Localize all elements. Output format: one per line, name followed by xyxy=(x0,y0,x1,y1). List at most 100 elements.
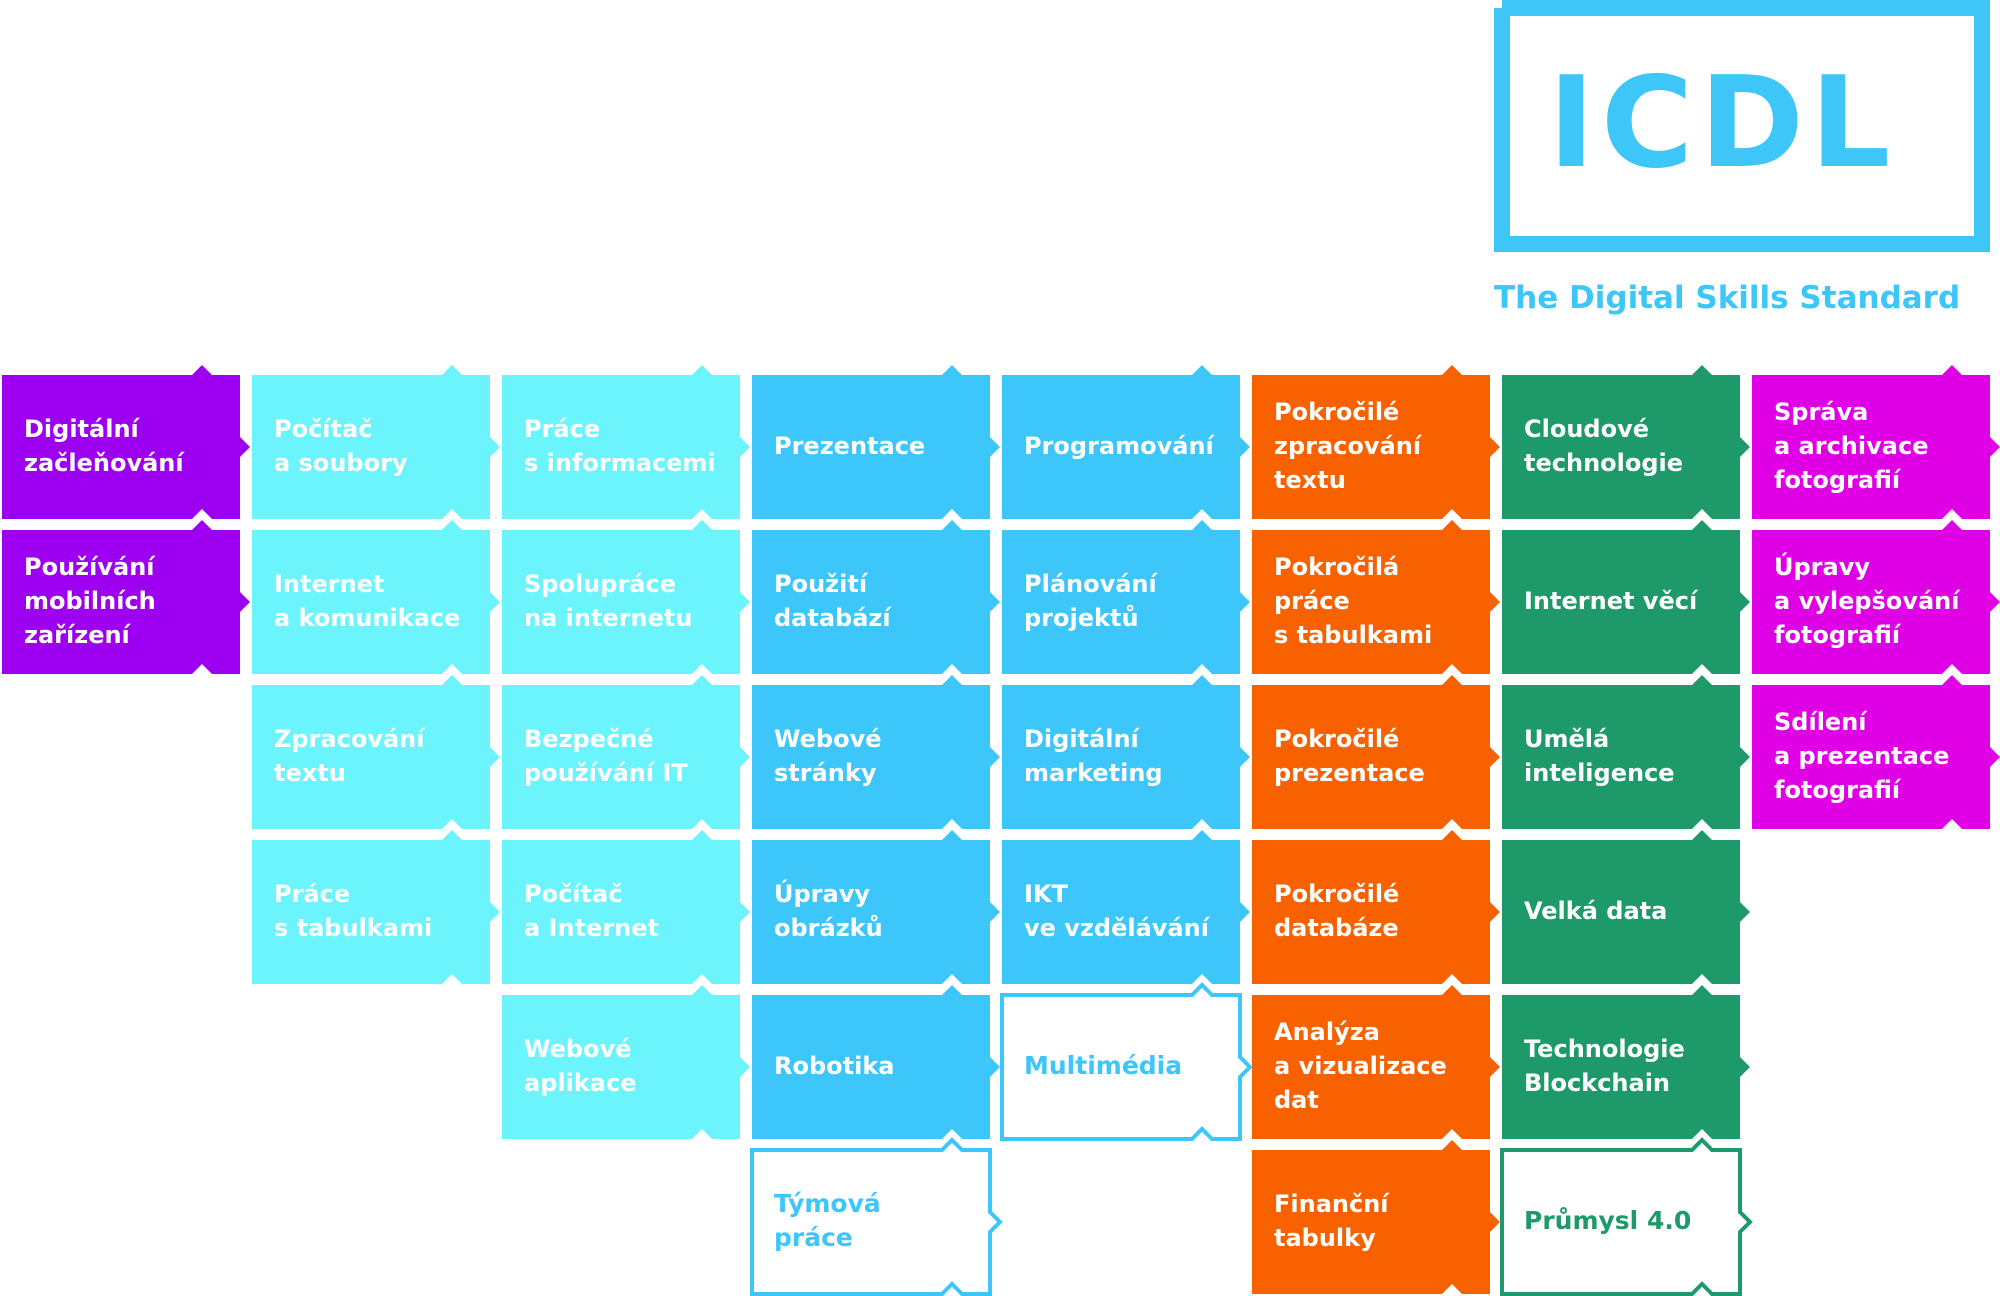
module-tile: Multimédia xyxy=(1000,982,1253,1141)
tile-shape xyxy=(752,830,1000,984)
module-tile: Týmová práce xyxy=(750,1137,1003,1296)
module-label: Týmová práce xyxy=(774,1189,881,1252)
module-tile: Pokročilé databáze xyxy=(1250,830,1500,984)
module-tile: Použití databází xyxy=(750,520,1000,674)
module-label: Technologie Blockchain xyxy=(1524,1035,1685,1097)
tile-shape xyxy=(1752,520,2000,674)
module-label: Pokročilé zpracování textu xyxy=(1274,398,1422,494)
module-tile: Pokročilé prezentace xyxy=(1250,675,1500,829)
module-tile: Webové stránky xyxy=(750,675,1000,829)
icdl-logo: ICDL xyxy=(1494,0,1992,254)
tile-shape xyxy=(1252,520,1500,674)
module-label: Úpravy obrázků xyxy=(774,880,883,942)
tile-shape xyxy=(502,520,750,674)
module-label: Robotika xyxy=(774,1052,895,1080)
tile-shape xyxy=(1502,520,1750,674)
module-tile: Počítač a soubory xyxy=(250,365,500,519)
tile-shape xyxy=(252,365,500,519)
tile-shape xyxy=(252,520,500,674)
module-label: Multimédia xyxy=(1024,1051,1183,1080)
module-label: IKT ve vzdělávání xyxy=(1024,880,1209,942)
module-label: Internet věcí xyxy=(1524,587,1698,615)
module-tile: Robotika xyxy=(750,985,1000,1139)
module-label: Velká data xyxy=(1524,897,1668,925)
tile-shape xyxy=(752,675,1000,829)
module-label: Spolupráce na internetu xyxy=(524,570,693,632)
tile-shape xyxy=(1002,365,1250,519)
module-label: Internet a komunikace xyxy=(274,570,461,632)
module-label: Digitální začleňování xyxy=(24,415,184,477)
module-tile: Spolupráce na internetu xyxy=(500,520,750,674)
module-tile: Práce s tabulkami xyxy=(250,830,500,984)
logo-tagline: The Digital Skills Standard xyxy=(1494,280,1961,316)
tile-shape xyxy=(1002,830,1250,984)
module-label: Úpravy a vylepšování fotografií xyxy=(1774,553,1960,649)
tile-shape xyxy=(752,520,1000,674)
tile-shape xyxy=(252,675,500,829)
module-label: Umělá inteligence xyxy=(1524,725,1675,787)
tile-shape xyxy=(752,365,1000,519)
module-label: Práce s informacemi xyxy=(524,415,716,477)
module-tile: IKT ve vzdělávání xyxy=(1000,830,1250,984)
module-tile: Pokročilé zpracování textu xyxy=(1250,365,1500,519)
tile-shape xyxy=(252,830,500,984)
logo-frame-icon xyxy=(1494,0,1990,252)
tile-shape xyxy=(1252,985,1500,1139)
module-label: Bezpečné používání IT xyxy=(524,725,688,787)
module-label: Analýza a vizualizace dat xyxy=(1274,1018,1447,1114)
module-tile: Prezentace xyxy=(750,365,1000,519)
module-tile: Pokročilá práce s tabulkami xyxy=(1250,520,1500,674)
module-tile: Finanční tabulky xyxy=(1250,1140,1500,1294)
tile-shape xyxy=(1252,830,1500,984)
module-label: Plánování projektů xyxy=(1024,570,1157,632)
module-tile: Programování xyxy=(1000,365,1250,519)
module-tile: Bezpečné používání IT xyxy=(500,675,750,829)
tile-shape xyxy=(502,985,750,1139)
module-tile: Sdílení a prezentace fotografií xyxy=(1750,675,2000,829)
module-tile: Internet věcí xyxy=(1500,520,1750,674)
tile-shape xyxy=(1502,985,1750,1139)
tile-shape xyxy=(1752,365,2000,519)
module-label: Finanční tabulky xyxy=(1274,1190,1389,1252)
tile-shape xyxy=(2,520,250,674)
module-tile: Technologie Blockchain xyxy=(1500,985,1750,1139)
module-label: Programování xyxy=(1024,432,1214,460)
module-label: Zpracování textu xyxy=(274,725,425,787)
tile-shape xyxy=(1000,982,1253,1141)
module-label: Práce s tabulkami xyxy=(274,880,433,942)
module-tile: Webové aplikace xyxy=(500,985,750,1139)
module-label: Počítač a Internet xyxy=(524,880,659,942)
module-tile: Digitální marketing xyxy=(1000,675,1250,829)
tile-shape xyxy=(2,365,250,519)
module-label: Správa a archivace fotografií xyxy=(1774,398,1929,494)
module-label: Použití databází xyxy=(774,570,891,632)
tile-shape xyxy=(1252,675,1500,829)
tile-shape xyxy=(502,365,750,519)
module-tile: Práce s informacemi xyxy=(500,365,750,519)
module-tile: Správa a archivace fotografií xyxy=(1750,365,2000,519)
module-label: Pokročilé databáze xyxy=(1274,880,1400,942)
tile-shape xyxy=(1002,675,1250,829)
module-tile: Používání mobilních zařízení xyxy=(0,520,250,674)
module-tile: Umělá inteligence xyxy=(1500,675,1750,829)
tile-shape xyxy=(1752,675,2000,829)
tile-shape xyxy=(752,985,1000,1139)
module-label: Cloudové technologie xyxy=(1524,415,1684,477)
module-tile: Digitální začleňování xyxy=(0,365,250,519)
module-label: Počítač a soubory xyxy=(274,415,408,477)
module-tile: Internet a komunikace xyxy=(250,520,500,674)
module-label: Průmysl 4.0 xyxy=(1524,1206,1692,1235)
module-tile: Plánování projektů xyxy=(1000,520,1250,674)
tile-shape xyxy=(1252,1140,1500,1294)
module-label: Prezentace xyxy=(774,432,926,460)
module-tile: Úpravy obrázků xyxy=(750,830,1000,984)
module-tile: Průmysl 4.0 xyxy=(1500,1137,1753,1296)
module-tile: Zpracování textu xyxy=(250,675,500,829)
tile-shape xyxy=(1002,520,1250,674)
module-label: Digitální marketing xyxy=(1024,725,1163,787)
module-tile: Úpravy a vylepšování fotografií xyxy=(1750,520,2000,674)
module-tile: Analýza a vizualizace dat xyxy=(1250,985,1500,1139)
module-tile: Počítač a Internet xyxy=(500,830,750,984)
module-tile: Velká data xyxy=(1500,830,1750,984)
